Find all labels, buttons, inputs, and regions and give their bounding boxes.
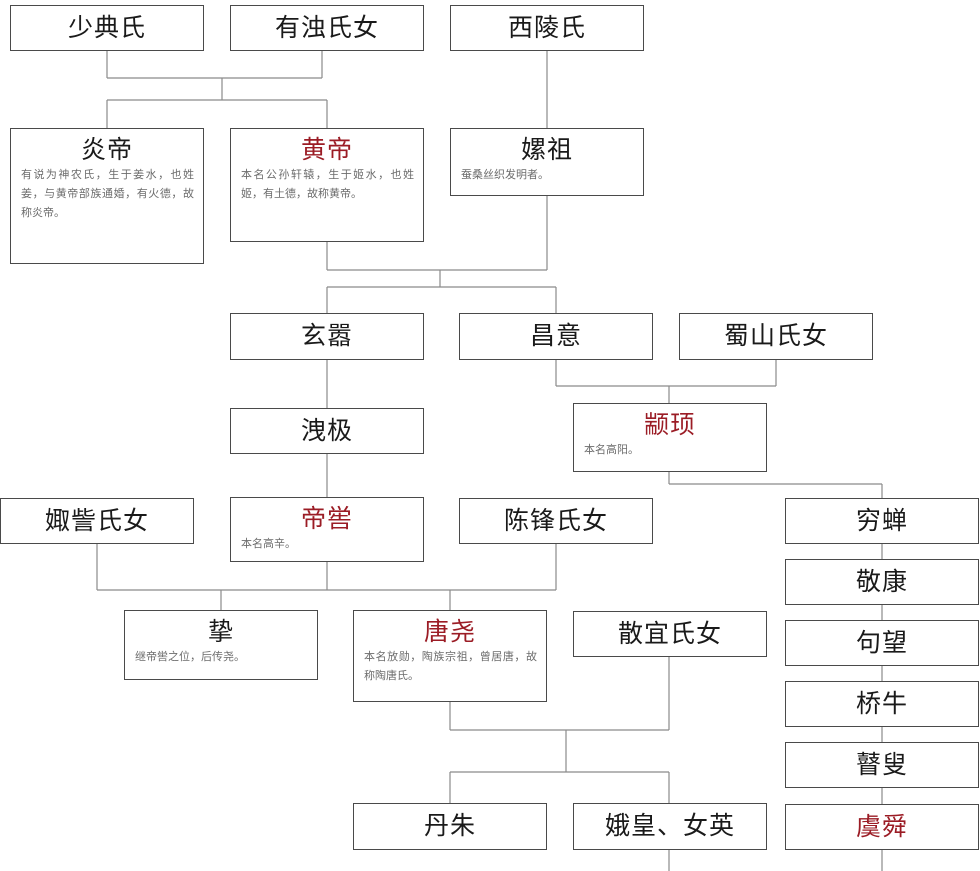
node-note: 本名高阳。 (584, 443, 639, 456)
node-juzi: 娵訾氏女 (0, 498, 194, 544)
node-jiaoji: 洩极 (230, 408, 424, 454)
node-note: 蚕桑丝织发明者。 (461, 168, 549, 181)
node-name: 瞽叟 (855, 750, 908, 779)
node-name: 黄帝 (300, 135, 353, 164)
node-chenfeng: 陈锋氏女 (459, 498, 653, 544)
node-danzhu: 丹朱 (353, 803, 547, 850)
node-note: 有说为神农氏，生于姜水，也姓姜，与黄帝部族通婚，有火德，故称炎帝。 (21, 168, 194, 219)
node-name: 有浊氏女 (274, 13, 379, 42)
node-shushan: 蜀山氏女 (679, 313, 873, 360)
node-name: 娵訾氏女 (44, 506, 149, 535)
node-name: 蜀山氏女 (723, 321, 828, 350)
node-yandi: 炎帝 有说为神农氏，生于姜水，也姓姜，与黄帝部族通婚，有火德，故称炎帝。 (10, 128, 204, 264)
node-zhi: 挚 继帝喾之位，后传尧。 (124, 610, 318, 680)
node-shaodian: 少典氏 (10, 5, 204, 51)
node-note: 本名高辛。 (241, 537, 296, 550)
node-yushun: 虞舜 (785, 804, 979, 850)
node-name: 散宜氏女 (617, 619, 722, 648)
node-xiling: 西陵氏 (450, 5, 644, 51)
node-name: 昌意 (529, 321, 582, 350)
node-name: 玄嚣 (300, 321, 353, 350)
node-name: 炎帝 (80, 135, 133, 164)
node-name: 穷蝉 (855, 506, 908, 535)
node-xuanxiao: 玄嚣 (230, 313, 424, 360)
node-qiaoniu: 桥牛 (785, 681, 979, 727)
node-name: 唐尧 (423, 617, 476, 646)
node-changyi: 昌意 (459, 313, 653, 360)
node-sanyi: 散宜氏女 (573, 611, 767, 657)
node-note: 继帝喾之位，后传尧。 (135, 650, 245, 663)
node-name: 桥牛 (855, 689, 908, 718)
node-name: 句望 (855, 628, 908, 657)
node-note: 本名公孙轩辕，生于姬水，也姓姬，有土德，故称黄帝。 (241, 168, 414, 200)
node-name: 虞舜 (855, 812, 908, 841)
node-name: 娥皇、女英 (604, 811, 735, 840)
node-name: 少典氏 (67, 13, 146, 42)
node-zhuanxu: 颛顼 本名高阳。 (573, 403, 767, 472)
node-name: 敬康 (855, 567, 908, 596)
node-diku: 帝喾 本名高辛。 (230, 497, 424, 562)
node-jingkang: 敬康 (785, 559, 979, 605)
node-qiongchan: 穷蝉 (785, 498, 979, 544)
node-gusou: 瞽叟 (785, 742, 979, 788)
node-name: 西陵氏 (507, 13, 586, 42)
node-name: 挚 (207, 617, 234, 646)
node-huangdi: 黄帝 本名公孙轩辕，生于姬水，也姓姬，有土德，故称黄帝。 (230, 128, 424, 242)
node-juwang: 句望 (785, 620, 979, 666)
node-name: 帝喾 (300, 504, 353, 533)
node-name: 嫘祖 (520, 135, 573, 164)
node-youjiao: 有浊氏女 (230, 5, 424, 51)
node-name: 洩极 (300, 416, 353, 445)
node-leizu: 嫘祖 蚕桑丝织发明者。 (450, 128, 644, 196)
node-name: 丹朱 (423, 811, 476, 840)
node-note: 本名放勋，陶族宗祖，曾居唐，故称陶唐氏。 (364, 650, 537, 682)
node-tangyao: 唐尧 本名放勋，陶族宗祖，曾居唐，故称陶唐氏。 (353, 610, 547, 702)
node-name: 陈锋氏女 (503, 506, 608, 535)
node-ehuang: 娥皇、女英 (573, 803, 767, 850)
node-name: 颛顼 (643, 410, 696, 439)
